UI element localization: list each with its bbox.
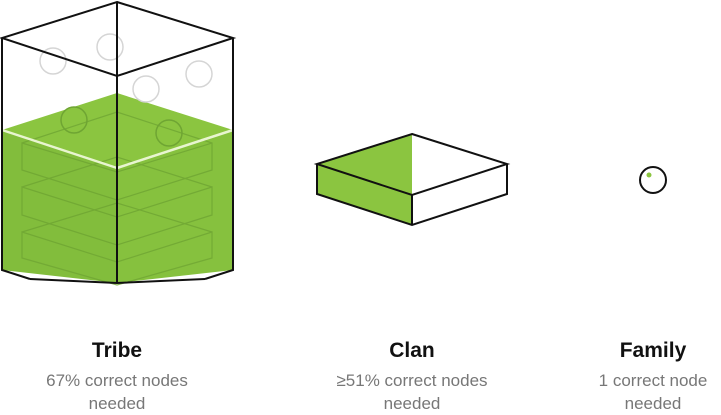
family-node bbox=[639, 166, 667, 194]
clan-title: Clan bbox=[389, 339, 435, 362]
tribe-node-circles bbox=[39, 33, 213, 147]
clan-caption-line2: needed bbox=[383, 394, 441, 413]
tribe-caption-line2: needed bbox=[88, 394, 146, 413]
tribe-liquid-right bbox=[117, 130, 233, 283]
tribe-cube bbox=[0, 0, 237, 286]
tribe-title: Tribe bbox=[91, 339, 143, 362]
clan-caption-line1: ≥51% correct nodes bbox=[336, 371, 488, 390]
family-caption: 1 correct node needed bbox=[533, 369, 721, 415]
family-caption-line1: 1 correct node bbox=[598, 371, 708, 390]
clan-caption: ≥51% correct nodes needed bbox=[292, 369, 532, 415]
clan-slab bbox=[313, 132, 511, 227]
tribe-caption: 67% correct nodes needed bbox=[0, 369, 237, 415]
tribe-cube-outline bbox=[0, 0, 237, 285]
family-title: Family bbox=[619, 339, 687, 362]
family-caption-line2: needed bbox=[624, 394, 682, 413]
tribe-liquid-left bbox=[2, 130, 117, 283]
tribe-caption-line1: 67% correct nodes bbox=[46, 371, 188, 390]
